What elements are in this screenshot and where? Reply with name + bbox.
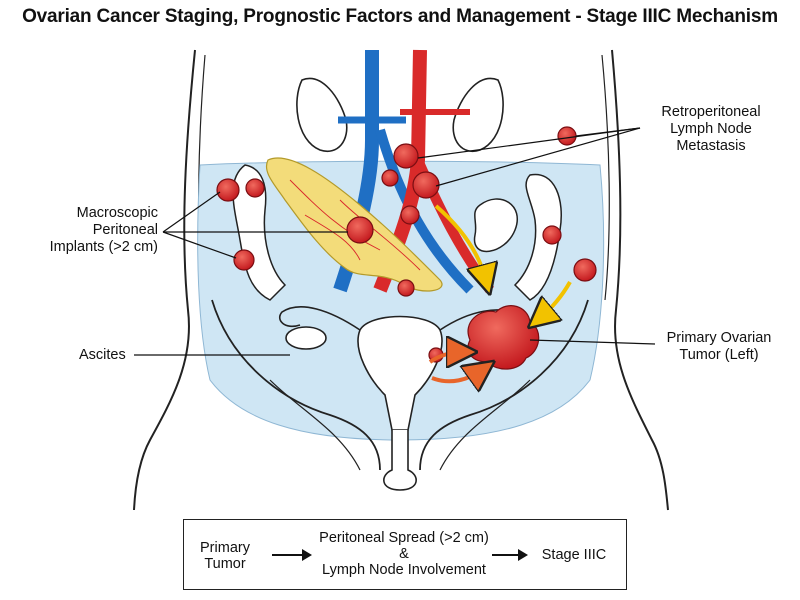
lymph-node-2 <box>412 171 440 199</box>
yellow-arrow-upper <box>434 204 486 280</box>
flow-line: Peritoneal Spread (>2 cm) <box>319 530 489 546</box>
spread-arrows <box>428 204 572 381</box>
implant-cul-de-sac <box>397 279 415 297</box>
flow-line: Lymph Node Involvement <box>322 562 486 578</box>
label-line: Lymph Node <box>670 121 752 137</box>
label-line: Macroscopic <box>76 205 158 221</box>
flow-arrow-2 <box>492 549 528 561</box>
label-ascites: Ascites <box>79 347 126 363</box>
implant-left-low <box>573 258 597 282</box>
flow-step-stage-iiic: Stage IIIC <box>541 547 607 563</box>
implant-left-upper <box>557 126 577 146</box>
leader-lines <box>134 127 656 356</box>
label-primary-ovarian-tumor: Primary Ovarian Tumor (Left) <box>658 330 780 364</box>
flow-step-spread: Peritoneal Spread (>2 cm) & Lymph Node I… <box>304 530 504 578</box>
kidneys <box>296 77 504 153</box>
label-line: Metastasis <box>676 138 746 154</box>
yellow-arrow-right <box>540 281 572 318</box>
label-line: Peritoneal <box>92 222 158 238</box>
label-macroscopic-implants: Macroscopic Peritoneal Implants (>2 cm) <box>18 205 158 256</box>
omentum-vessels <box>289 179 421 271</box>
diagram-title: Ovarian Cancer Staging, Prognostic Facto… <box>22 6 778 27</box>
flow-arrow-1 <box>272 549 312 561</box>
label-retroperitoneal-lymph-node: Retroperitoneal Lymph Node Metastasis <box>648 104 774 155</box>
implant-right-upper <box>216 178 240 202</box>
pelvis-outline <box>211 299 589 471</box>
lymph-node-3 <box>381 169 399 187</box>
implant-right-low <box>233 249 255 271</box>
implant-left-mid <box>542 225 562 245</box>
orange-arrow-2 <box>431 370 482 381</box>
label-line: Retroperitoneal <box>661 104 761 120</box>
label-line: Primary Ovarian <box>666 330 772 346</box>
label-line: Implants (>2 cm) <box>49 239 158 255</box>
lymph-node-1 <box>393 143 419 169</box>
flow-line: & <box>399 546 409 562</box>
implant-right-mid <box>245 178 265 198</box>
lymph-node-4 <box>400 205 420 225</box>
staging-flow-box: Primary Tumor Peritoneal Spread (>2 cm) … <box>183 519 627 590</box>
orange-arrow-1 <box>428 352 462 362</box>
flow-step-primary-tumor: Primary Tumor <box>190 540 260 572</box>
implant-omental <box>346 216 374 244</box>
flow-line: Primary <box>200 540 250 556</box>
uterus <box>278 306 526 491</box>
flow-line: Tumor <box>204 556 246 572</box>
label-line: Tumor (Left) <box>679 347 759 363</box>
